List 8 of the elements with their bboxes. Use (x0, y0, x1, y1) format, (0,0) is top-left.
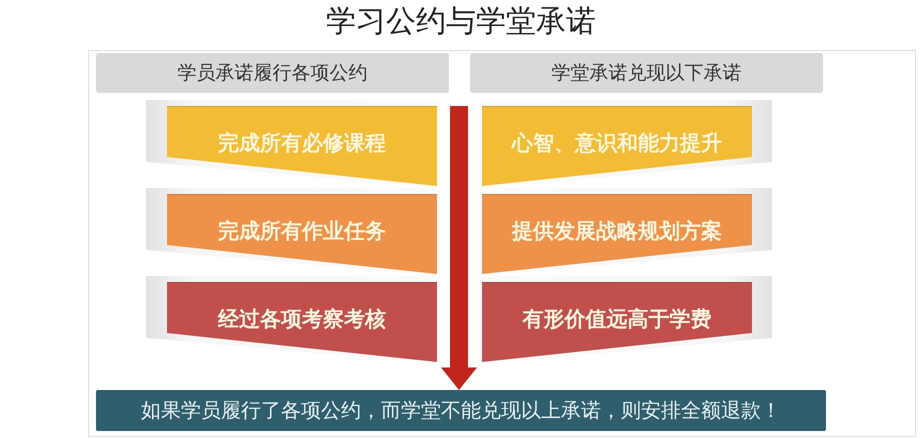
chevron-band: 有形价值远高于学费 (479, 276, 773, 364)
notice-bar: 如果学员履行了各项公约，而学堂不能兑现以上承诺，则安排全额退款！ (96, 390, 826, 431)
title: 学习公约与学堂承诺 (325, 3, 597, 41)
column-header: 学堂承诺兑现以下承诺 (470, 53, 823, 93)
chevron-band: 心智、意识和能力提升 (479, 100, 773, 188)
column-header: 学员承诺履行各项公约 (96, 53, 449, 93)
chevron-band: 提供发展战略规划方案 (479, 188, 773, 276)
arrow (441, 106, 477, 390)
